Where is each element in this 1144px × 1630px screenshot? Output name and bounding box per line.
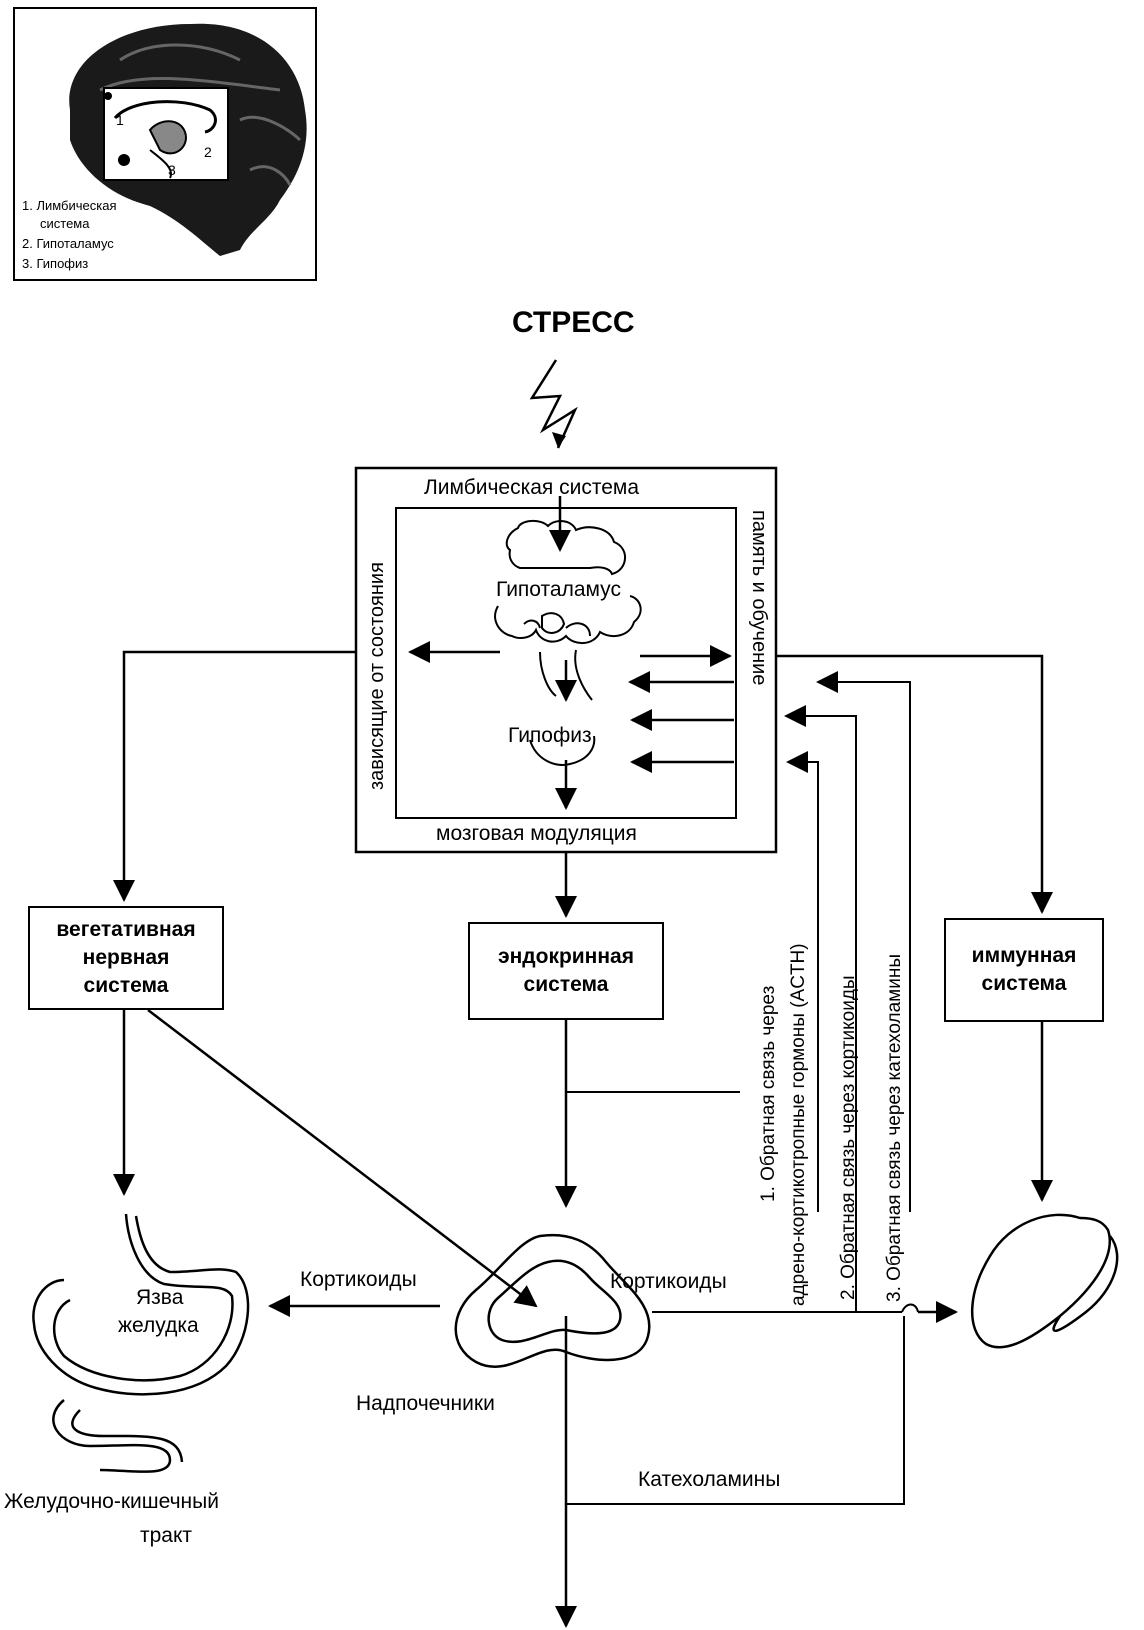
immune-line-2: система (981, 972, 1067, 995)
feedback-catecholamines-label: 3. Обратная связь через катехоламины (884, 954, 905, 1302)
immune-system-box: иммунная система (944, 918, 1104, 1022)
vegetative-nervous-system-box: вегетативная нервная система (28, 906, 224, 1010)
adrenal-label: Надпочечники (356, 1392, 495, 1415)
gi-tract-label-line-2: тракт (140, 1524, 193, 1547)
immune-line-1: иммунная (971, 944, 1077, 967)
limbic-system-label: Лимбическая система (424, 476, 640, 499)
feedback-corticoids-label: 2. Обратная связь через кортикоиды (838, 975, 859, 1300)
adrenal-gland-icon (454, 1233, 651, 1368)
memory-learning-label: память и обучение (748, 510, 770, 686)
catecholamines-label: Катехоламины (638, 1468, 781, 1491)
brain-inner-frame (395, 507, 737, 819)
endocrine-line-1: эндокринная (498, 945, 634, 968)
state-dependent-label: зависящие от состояния (366, 562, 388, 790)
vegetative-line-3: система (83, 974, 169, 997)
corticoids-right-label: Кортикоиды (610, 1270, 727, 1293)
feedback-acth-line-1: 1. Обратная связь через (758, 985, 779, 1202)
inset-number-3: 3 (168, 162, 176, 178)
hypothalamus-sketch (494, 520, 642, 766)
ulcer-label-line-1: Язва (136, 1286, 184, 1309)
stress-title: СТРЕСС (512, 306, 635, 339)
ulcer-label-line-2: желудка (118, 1314, 199, 1337)
hypothalamus-label: Гипоталамус (496, 578, 621, 601)
inset-brain-figure (13, 7, 317, 281)
vegetative-line-2: нервная (82, 946, 170, 969)
endocrine-line-2: система (523, 973, 609, 996)
feedback-acth-line-2: адрено-кортикотропные гормоны (ACTH) (788, 943, 809, 1306)
inset-legend-line-2: система (40, 216, 90, 231)
brain-modulation-label: мозговая модуляция (436, 822, 637, 845)
inset-legend-line-4: 3. Гипофиз (22, 256, 89, 271)
endocrine-system-box: эндокринная система (468, 922, 664, 1020)
inset-legend-line-3: 2. Гипоталамус (22, 236, 114, 251)
inset-legend-line-1: 1. Лимбическая (22, 198, 117, 213)
pituitary-label: Гипофиз (508, 724, 592, 747)
lightning-bolt-icon (529, 359, 578, 449)
corticoids-left-label: Кортикоиды (300, 1268, 417, 1291)
vegetative-line-1: вегетативная (56, 918, 196, 941)
stomach-icon (32, 1213, 250, 1473)
gi-tract-label-line-1: Желудочно-кишечный (4, 1490, 219, 1513)
spleen-icon (970, 1213, 1119, 1349)
inset-number-2: 2 (204, 144, 212, 160)
inset-number-1: 1 (116, 112, 124, 128)
